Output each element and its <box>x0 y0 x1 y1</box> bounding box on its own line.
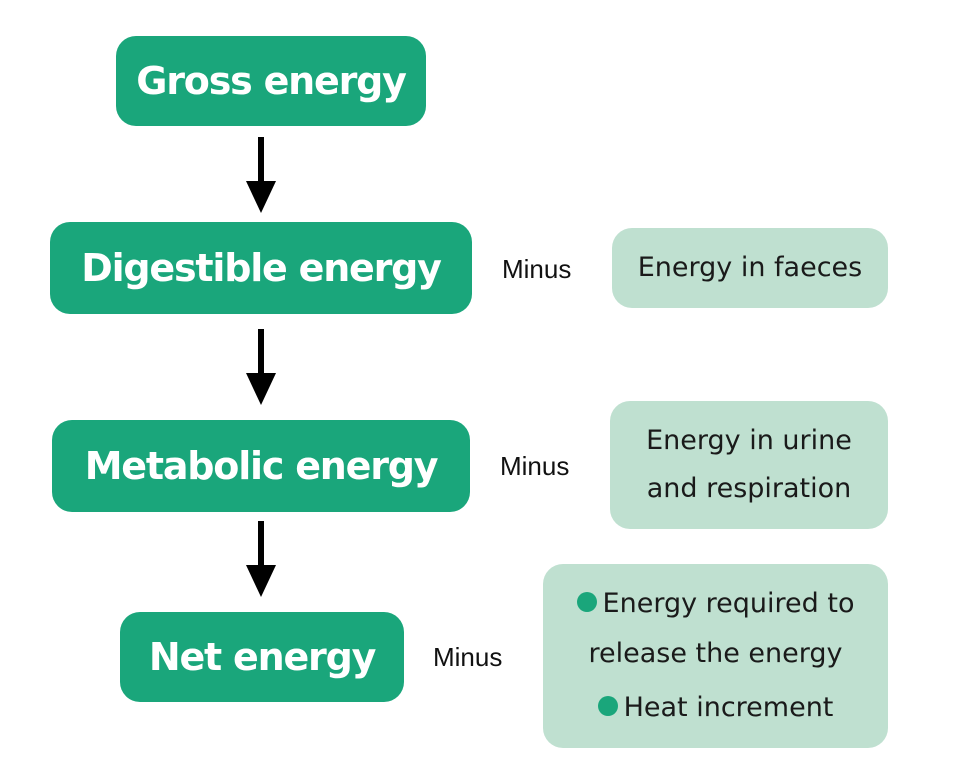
urine-respiration-loss-box: Energy in urine and respiration <box>610 401 888 529</box>
digestible-energy-label: Digestible energy <box>81 246 442 290</box>
net-loss-item-1-line-1: Energy required to <box>576 579 854 629</box>
net-energy-label: Net energy <box>148 635 376 679</box>
bullet-dot-icon <box>597 695 618 716</box>
metabolic-energy-box: Metabolic energy <box>52 420 470 512</box>
gross-energy-box: Gross energy <box>116 36 426 126</box>
minus-label-digestible: Minus <box>502 254 572 284</box>
digestible-energy-box: Digestible energy <box>50 222 472 314</box>
arrow-down-icon <box>246 329 276 405</box>
net-loss-item-2: Heat increment <box>577 683 855 733</box>
minus-label-net: Minus <box>433 642 503 672</box>
net-loss-item-1-line-2: release the energy <box>588 638 843 669</box>
arrow-down-icon <box>246 521 276 597</box>
faeces-loss-box: Energy in faeces <box>612 228 888 308</box>
bullet-dot-icon <box>576 591 597 612</box>
faeces-loss-label: Energy in faeces <box>637 252 863 283</box>
net-energy-box: Net energy <box>120 612 404 702</box>
urine-loss-line-1: Energy in urine <box>646 425 852 456</box>
urine-loss-line-2: and respiration <box>646 473 852 504</box>
minus-label-metabolic: Minus <box>500 451 570 481</box>
metabolic-energy-label: Metabolic energy <box>84 444 439 488</box>
arrow-down-icon <box>246 137 276 213</box>
gross-energy-label: Gross energy <box>136 59 407 103</box>
net-energy-loss-box: Energy required to release the energy He… <box>543 564 888 748</box>
